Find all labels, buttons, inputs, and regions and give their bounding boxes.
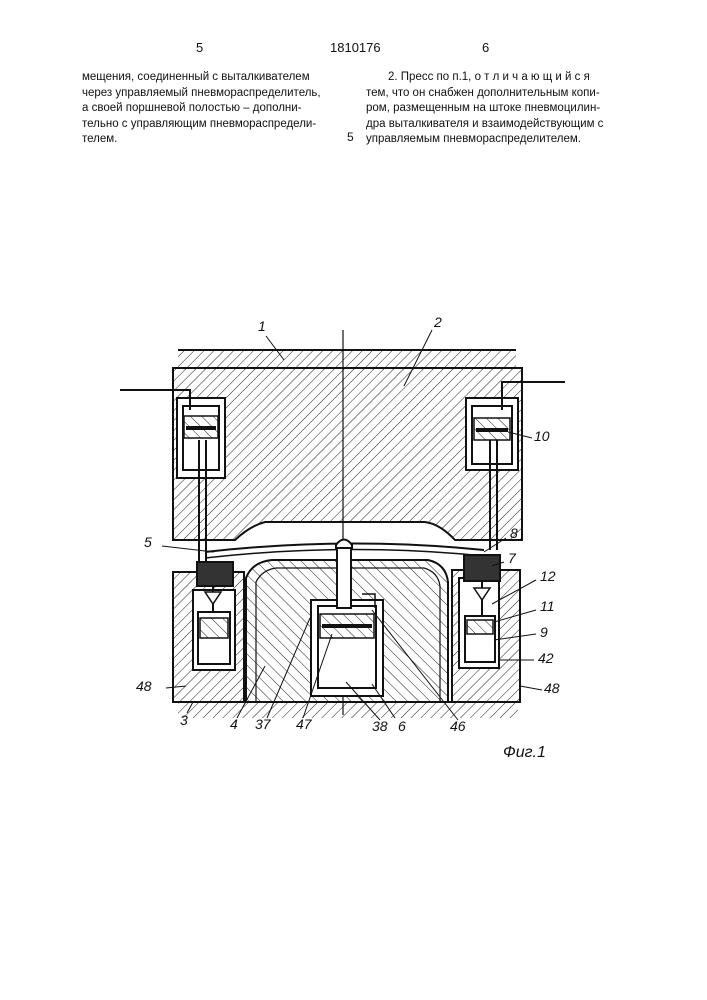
left-copier-block [197, 562, 233, 586]
callout-3: 3 [180, 712, 188, 728]
callout-2: 2 [434, 314, 442, 330]
right-lower-piston [467, 620, 493, 634]
callout-11: 11 [540, 598, 555, 614]
callout-4: 4 [230, 716, 238, 732]
callout-5: 5 [144, 534, 152, 550]
ejector-rod [337, 548, 351, 608]
callout-8: 8 [510, 525, 518, 541]
callout-10: 10 [534, 428, 550, 444]
callout-42: 42 [538, 650, 554, 666]
callout-37: 37 [255, 716, 271, 732]
left-lower-piston [200, 618, 228, 638]
callout-1: 1 [258, 318, 266, 334]
callout-38: 38 [372, 718, 388, 734]
callout-6: 6 [398, 718, 406, 734]
callout-47: 47 [296, 716, 312, 732]
callout-48-left: 48 [136, 678, 152, 694]
callout-46: 46 [450, 718, 466, 734]
ejector-tip [336, 540, 352, 549]
callout-9: 9 [540, 624, 548, 640]
callout-48-right: 48 [544, 680, 560, 696]
callout-12: 12 [540, 568, 556, 584]
right-copier-block [464, 555, 500, 581]
bottom-base [178, 702, 518, 718]
callout-7: 7 [508, 550, 516, 566]
figure-caption: Фиг.1 [503, 744, 546, 762]
